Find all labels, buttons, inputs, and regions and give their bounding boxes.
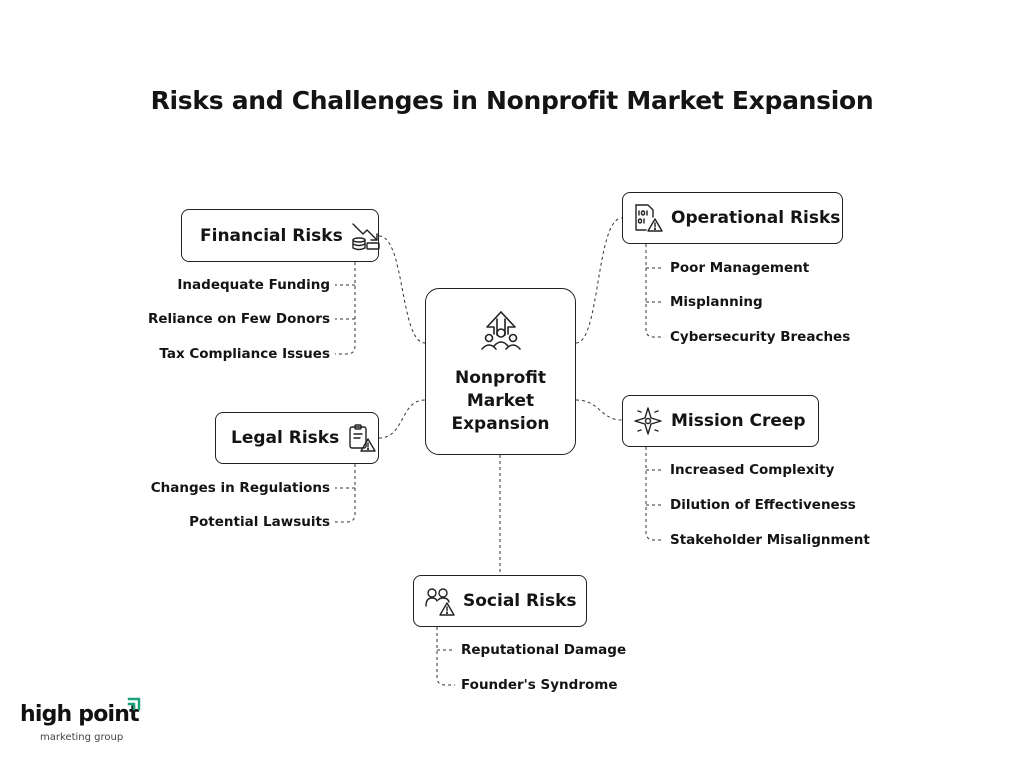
legal-risks-label: Legal Risks xyxy=(231,428,340,448)
people-warning-icon xyxy=(425,586,455,616)
compass-star-icon xyxy=(633,406,663,436)
logo-name: high point xyxy=(20,702,140,727)
mission-creep-node: Mission Creep xyxy=(622,395,819,447)
center-label-line1: Nonprofit xyxy=(455,368,546,388)
center-node: Nonprofit Market Expansion xyxy=(425,288,576,455)
logo-mark-icon xyxy=(126,696,142,716)
logo-tagline: marketing group xyxy=(40,732,124,743)
social-risks-label: Social Risks xyxy=(463,591,577,611)
mission-item: Stakeholder Misalignment xyxy=(670,532,870,548)
financial-risks-label: Financial Risks xyxy=(200,225,343,246)
document-warning-icon xyxy=(347,423,377,453)
legal-item: Potential Lawsuits xyxy=(189,514,330,530)
operational-risks-node: Operational Risks xyxy=(622,192,843,244)
diagram-title: Risks and Challenges in Nonprofit Market… xyxy=(150,86,874,115)
legal-risks-node: Legal Risks xyxy=(215,412,379,464)
mission-item: Increased Complexity xyxy=(670,462,835,478)
mission-creep-label: Mission Creep xyxy=(671,411,806,431)
financial-item: Reliance on Few Donors xyxy=(147,311,330,327)
declining-money-icon xyxy=(351,221,381,251)
social-item: Reputational Damage xyxy=(461,642,627,658)
operational-item: Cybersecurity Breaches xyxy=(670,329,851,345)
center-label-line2: Market xyxy=(466,391,535,411)
binary-file-warning-icon xyxy=(633,203,663,233)
financial-item: Inadequate Funding xyxy=(177,277,330,293)
company-logo: high point marketing group xyxy=(20,697,141,743)
financial-item: Tax Compliance Issues xyxy=(159,346,330,362)
social-risks-node: Social Risks xyxy=(413,575,587,627)
operational-risks-label: Operational Risks xyxy=(671,208,841,228)
legal-item: Changes in Regulations xyxy=(150,480,330,496)
mission-item: Dilution of Effectiveness xyxy=(670,497,856,513)
growth-arrow-people-icon xyxy=(477,309,525,361)
operational-item: Poor Management xyxy=(670,260,810,276)
operational-item: Misplanning xyxy=(670,294,763,310)
social-item: Founder's Syndrome xyxy=(461,677,618,693)
financial-risks-node: Financial Risks xyxy=(181,209,381,262)
center-label-line3: Expansion xyxy=(451,414,550,434)
